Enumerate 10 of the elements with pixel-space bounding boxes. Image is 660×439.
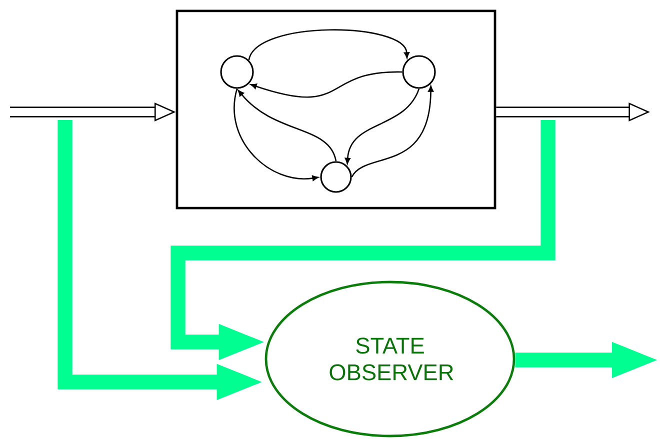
transition-arrow	[250, 71, 402, 98]
transition-arrow	[248, 29, 410, 60]
system-box	[176, 10, 496, 210]
transition-arrow	[344, 88, 420, 164]
transition-arrow	[234, 88, 318, 181]
state-circle	[220, 55, 254, 89]
state-circle	[402, 55, 436, 89]
transition-arrow	[351, 86, 434, 178]
state-circle	[320, 161, 352, 193]
transition-arrow	[238, 90, 337, 162]
